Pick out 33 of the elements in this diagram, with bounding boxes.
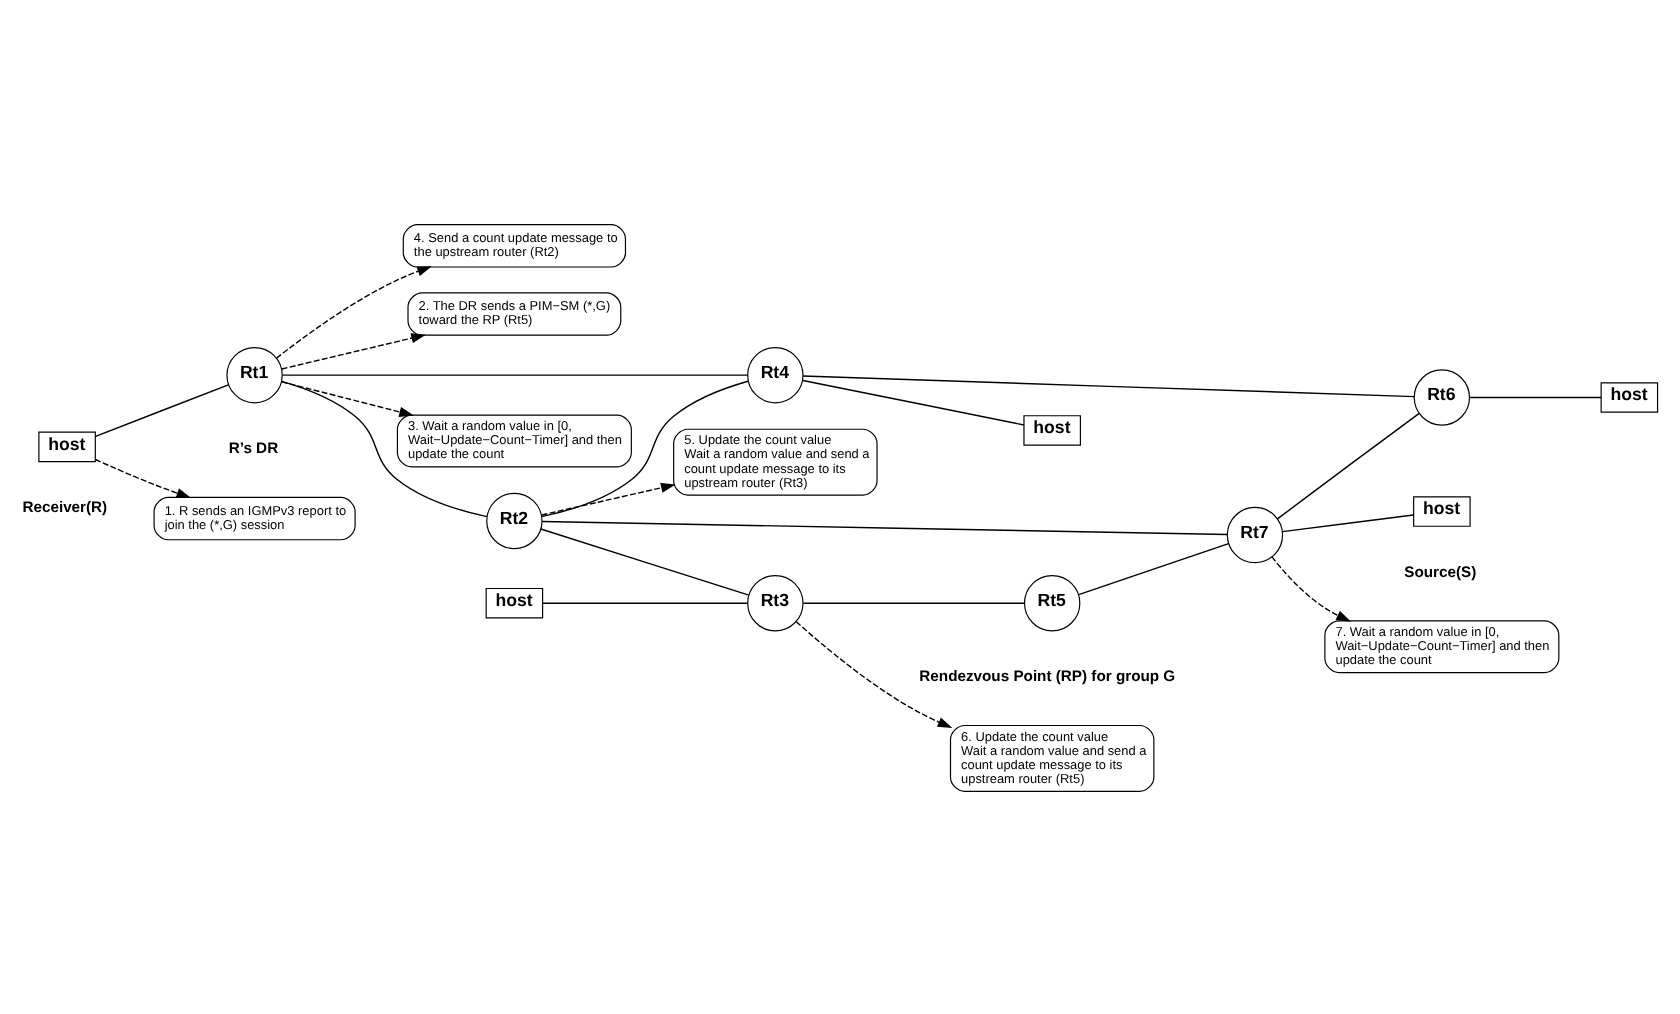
node-box: host xyxy=(1600,381,1659,412)
connector xyxy=(541,379,749,517)
connector xyxy=(540,527,750,595)
connector xyxy=(802,378,1025,425)
connector xyxy=(281,373,749,375)
arrow xyxy=(281,332,426,369)
arrow xyxy=(795,620,953,727)
connector xyxy=(94,383,230,436)
connector xyxy=(280,379,488,517)
node-box: host xyxy=(485,586,544,618)
connector xyxy=(541,519,1228,535)
node-circle: Rt3 xyxy=(747,574,804,631)
connector xyxy=(802,374,1415,397)
node-circle: Rt2 xyxy=(486,491,543,549)
node-circle: Rt5 xyxy=(1023,574,1081,631)
connector xyxy=(542,601,749,603)
connector xyxy=(1276,411,1420,519)
connector xyxy=(1078,541,1230,595)
node-circle: Rt6 xyxy=(1413,368,1471,425)
node-circle: Rt7 xyxy=(1226,505,1284,563)
connector xyxy=(802,601,1026,603)
node-box: host xyxy=(1023,414,1081,445)
arrow xyxy=(1271,555,1351,621)
arrow xyxy=(94,457,192,498)
node-box: host xyxy=(38,430,96,462)
connector xyxy=(1468,395,1602,398)
node-box: host xyxy=(1413,495,1471,526)
node-circle: Rt4 xyxy=(747,345,804,403)
arrow xyxy=(275,265,432,358)
node-circle: Rt1 xyxy=(226,345,283,403)
arrow xyxy=(541,481,676,515)
connector xyxy=(1281,513,1415,532)
arrow xyxy=(281,380,414,416)
